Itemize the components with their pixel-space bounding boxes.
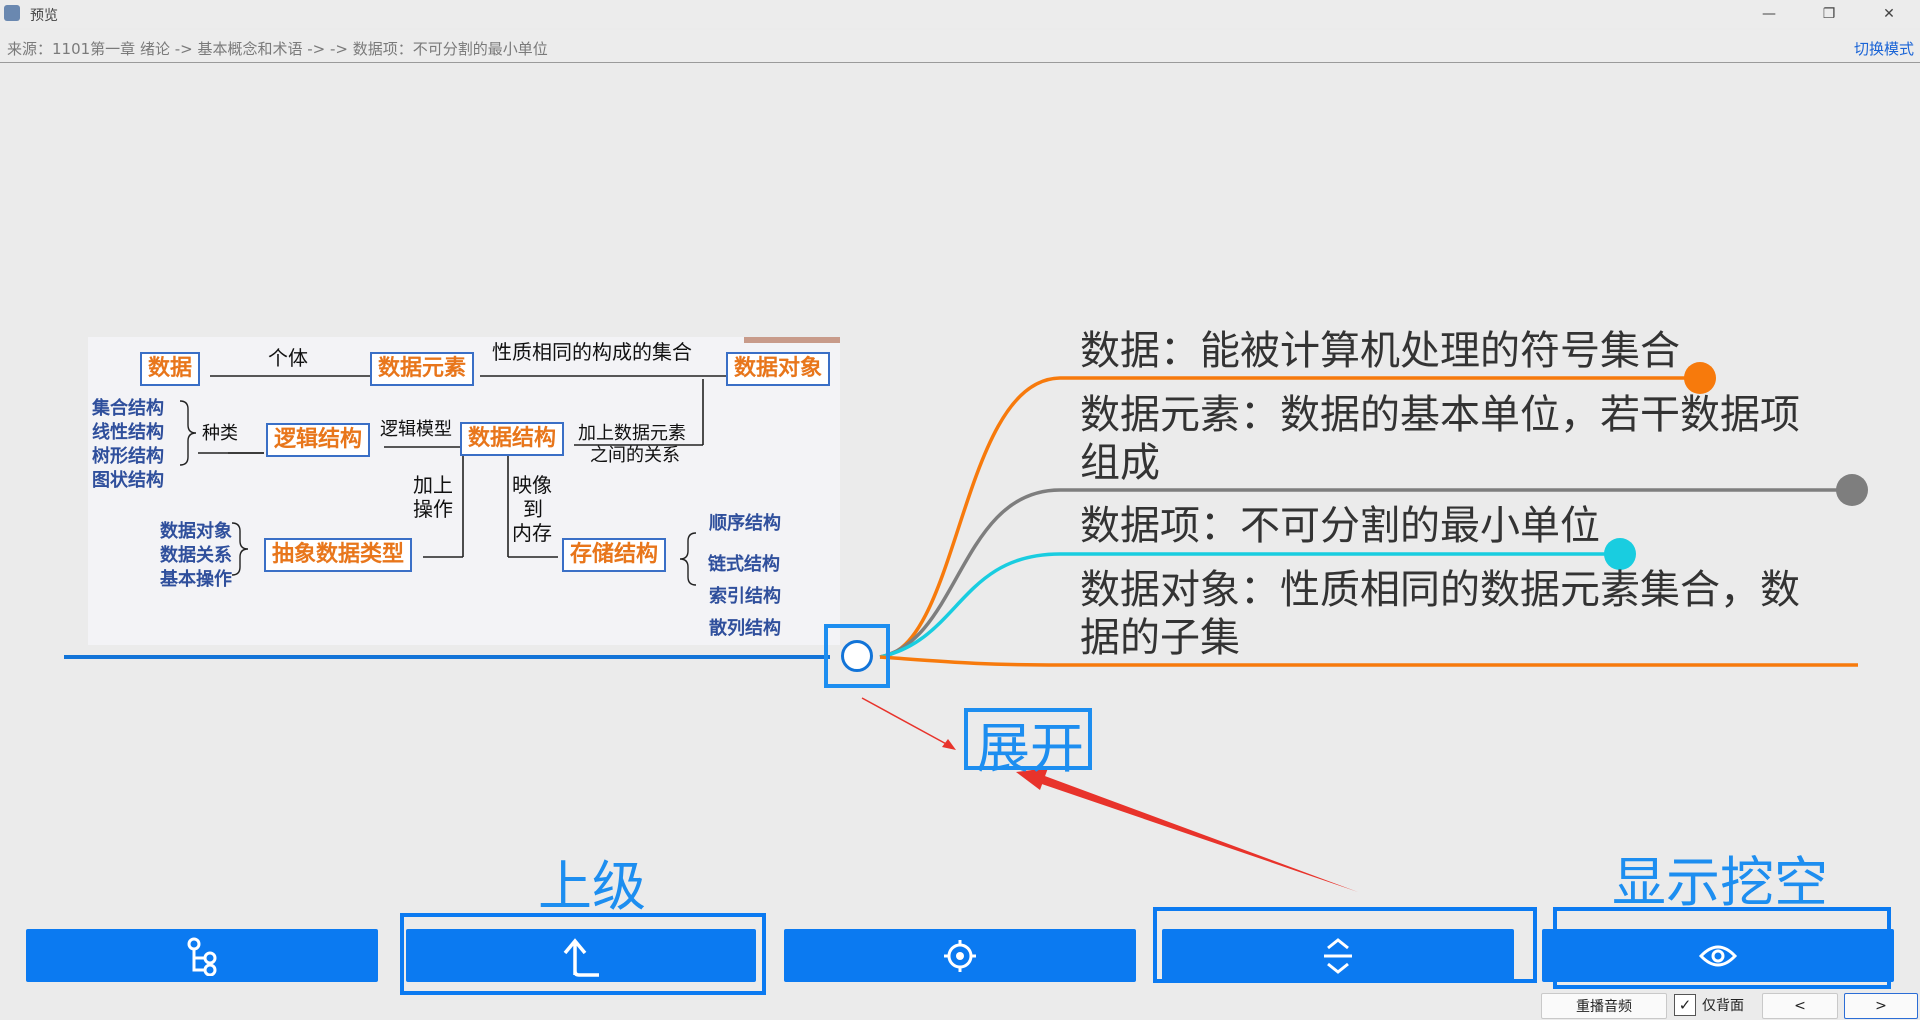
slide-label-logic-model: 逻辑模型 — [380, 419, 452, 440]
structure-list: 集合结构 线性结构 树形结构 图状结构 — [92, 397, 164, 493]
slide-label-add-op-2: 操作 — [413, 497, 453, 521]
annotation-parent: 上级 — [538, 855, 646, 918]
slide-image: 数据 个体 数据元素 性质相同的构成的集合 数据对象 集合结构 线性结构 树形结… — [88, 337, 840, 645]
slide-label-add-relation-1: 加上数据元素 — [578, 423, 686, 444]
slide-label-map-3: 内存 — [512, 521, 552, 545]
adt-item: 数据对象 — [160, 521, 232, 542]
replay-audio-button[interactable]: 重播音频 — [1541, 993, 1667, 1019]
slide-label-add-op-1: 加上 — [413, 473, 453, 497]
center-node-circle-icon — [841, 640, 873, 672]
storage-item: 散列结构 — [709, 618, 781, 639]
structure-item: 线性结构 — [92, 422, 164, 443]
slide-box-data: 数据 — [140, 352, 201, 386]
parent-arrow-icon — [563, 937, 599, 977]
title-bar: 预览 — ❐ ✕ — [0, 0, 1920, 28]
prev-button[interactable]: < — [1762, 993, 1838, 1019]
structure-item: 树形结构 — [92, 446, 164, 467]
adt-list: 数据对象 数据关系 基本操作 — [160, 520, 232, 592]
tree-button[interactable] — [26, 929, 378, 982]
red-arrow-thick — [1030, 772, 1358, 892]
slide-box-data-element: 数据元素 — [370, 352, 475, 386]
breadcrumb: 来源：1101第一章 绪论 -> 基本概念和术语 -> -> 数据项：不可分割的… — [7, 40, 548, 58]
back-only-toggle[interactable]: ✓ 仅背面 — [1674, 993, 1744, 1017]
structure-item: 图状结构 — [92, 470, 164, 491]
switch-mode-link[interactable]: 切换模式 — [1853, 40, 1914, 58]
storage-item: 索引结构 — [709, 586, 781, 607]
locate-button[interactable] — [784, 929, 1136, 982]
slide-label-map-1: 映像 — [512, 473, 552, 497]
breadcrumb-bar: 来源：1101第一章 绪论 -> 基本概念和术语 -> -> 数据项：不可分割的… — [0, 30, 1920, 63]
adt-item: 基本操作 — [160, 569, 232, 590]
back-only-label: 仅背面 — [1702, 998, 1744, 1014]
app-icon — [4, 5, 20, 21]
next-button[interactable]: > — [1844, 993, 1918, 1019]
red-arrow-thin — [861, 697, 951, 747]
parent-button[interactable] — [406, 929, 756, 982]
expand-frame — [964, 708, 1092, 770]
mindmap-node[interactable]: 数据元素：数据的基本单位，若干数据项组成 — [1080, 392, 1800, 486]
restore-icon: ❐ — [1822, 6, 1836, 22]
annotation-expand: 展开 — [976, 717, 1084, 780]
slide-box-storage: 存储结构 — [562, 538, 667, 572]
slide-box-adt: 抽象数据类型 — [264, 538, 413, 572]
storage-item: 顺序结构 — [709, 513, 781, 534]
mindmap-node[interactable]: 数据：能被计算机处理的符号集合 — [1080, 328, 1680, 374]
slide-box-data-object: 数据对象 — [726, 352, 831, 386]
slide-box-logic: 逻辑结构 — [266, 423, 371, 457]
image-corner-strip — [744, 337, 840, 343]
slide-label-kinds: 种类 — [202, 423, 238, 444]
node-dot-gray — [1836, 474, 1868, 506]
slide-box-data-structure: 数据结构 — [460, 422, 565, 456]
slide-label-collection: 性质相同的构成的集合 — [492, 340, 692, 364]
expand-collapse-icon — [1324, 937, 1352, 974]
slide-label-add-relation-2: 之间的关系 — [590, 445, 680, 466]
window-title: 预览 — [30, 8, 58, 24]
red-arrow-thin-head — [942, 739, 956, 750]
close-button[interactable]: ✕ — [1866, 0, 1912, 28]
mindmap-node[interactable]: 数据对象：性质相同的数据元素集合，数据的子集 — [1080, 567, 1800, 661]
back-only-checkbox[interactable]: ✓ — [1674, 994, 1696, 1016]
storage-item: 链式结构 — [708, 554, 780, 575]
tree-icon — [187, 937, 217, 976]
locate-icon — [944, 939, 976, 972]
mindmap-node[interactable]: 数据项：不可分割的最小单位 — [1080, 503, 1600, 549]
restore-button[interactable]: ❐ — [1806, 0, 1852, 28]
minimize-icon: — — [1762, 6, 1776, 22]
center-node-frame[interactable] — [824, 624, 890, 688]
slide-connector-lines — [179, 375, 728, 586]
structure-item: 集合结构 — [92, 398, 164, 419]
minimize-button[interactable]: — — [1746, 0, 1792, 28]
slide-label-map-2: 到 — [523, 497, 543, 521]
parent-button-highlight — [400, 913, 766, 995]
expand-collapse-button[interactable] — [1162, 929, 1514, 982]
adt-item: 数据关系 — [160, 545, 232, 566]
show-blank-button[interactable] — [1542, 929, 1894, 982]
slide-label-individual: 个体 — [268, 346, 308, 370]
close-icon: ✕ — [1883, 6, 1895, 22]
eye-icon — [1698, 945, 1738, 966]
annotation-show-blank: 显示挖空 — [1612, 851, 1828, 914]
